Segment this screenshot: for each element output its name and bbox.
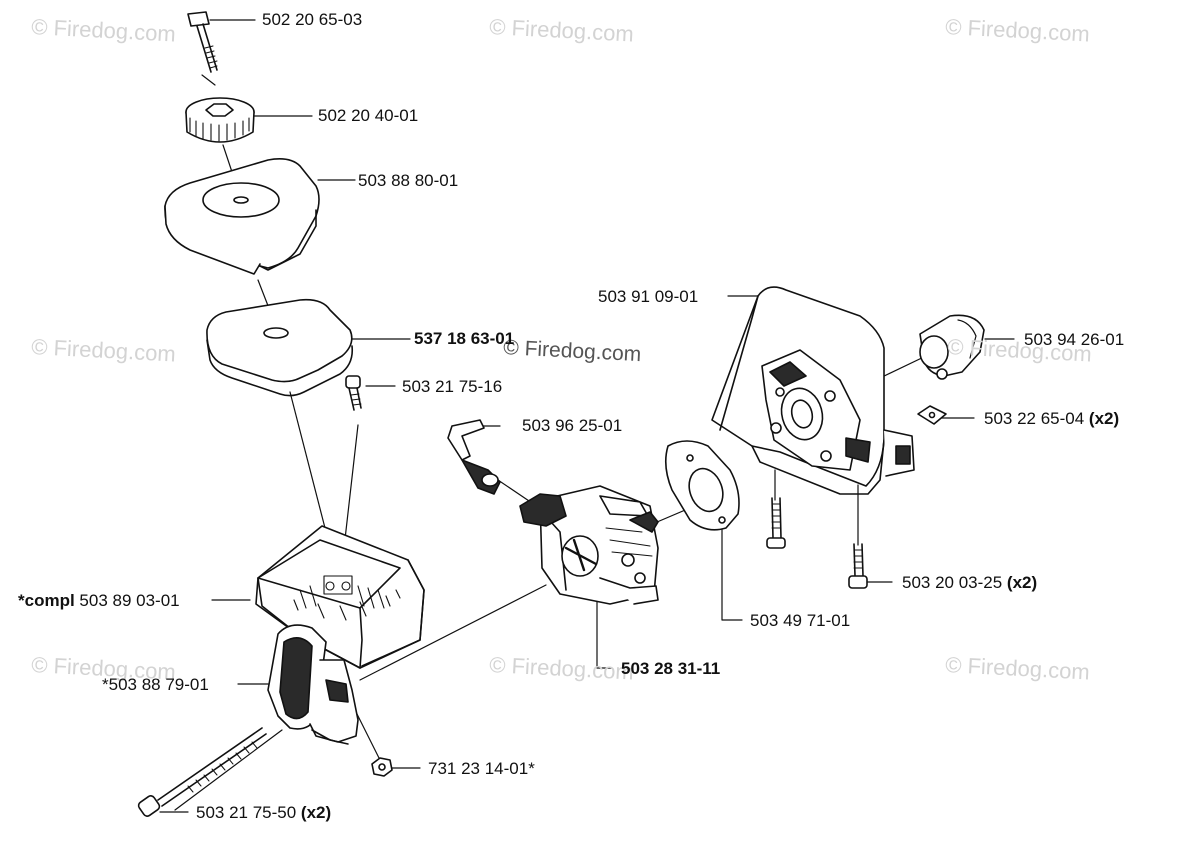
part-number: 502 20 40-01: [318, 106, 419, 125]
part-number: 503 28 31-11: [621, 659, 721, 678]
part-number: 503 88 80-01: [358, 171, 459, 190]
plate-503-22-65-04[interactable]: [917, 405, 947, 425]
screw-503-20-03-25-b[interactable]: [848, 543, 868, 589]
carburetor-503-28-31-11[interactable]: [519, 485, 659, 605]
bolt-502-20-65-03[interactable]: [187, 11, 218, 73]
part-prefix: *compl: [18, 591, 75, 610]
part-label-503-89-03-01[interactable]: *compl 503 89 03-01: [18, 591, 180, 611]
filter-cover-503-88-80-01[interactable]: [164, 158, 320, 275]
part-number: 503 22 65-04: [984, 409, 1089, 428]
part-number: 502 20 65-03: [262, 10, 363, 29]
quantity: (x2): [300, 803, 332, 822]
part-number: 503 94 26-01: [1024, 330, 1125, 349]
part-number: 503 96 25-01: [522, 416, 623, 435]
part-label-502-20-65-03[interactable]: 502 20 65-03: [262, 10, 362, 30]
intake-cover-503-91-09-01[interactable]: [711, 286, 915, 495]
screw-503-20-03-25-a[interactable]: [766, 497, 786, 549]
quantity: (x2): [1088, 409, 1120, 428]
quantity: (x2): [1006, 573, 1038, 592]
part-number: 503 49 71-01: [750, 611, 851, 630]
handle-503-88-79-01[interactable]: [267, 624, 359, 745]
filter-pad-537-18-63-01[interactable]: [206, 298, 354, 397]
part-label-503-96-25-01[interactable]: 503 96 25-01: [522, 416, 622, 436]
part-label-537-18-63-01[interactable]: 537 18 63-01: [414, 329, 514, 349]
part-number: *503 88 79-01: [102, 675, 209, 694]
part-label-503-91-09-01[interactable]: 503 91 09-01: [598, 287, 698, 307]
part-label-503-22-65-04[interactable]: 503 22 65-04 (x2): [984, 409, 1119, 429]
nut-731-23-14-01[interactable]: [371, 757, 393, 777]
part-number: 503 20 03-25: [902, 573, 1007, 592]
knob-502-20-40-01[interactable]: [185, 97, 255, 143]
sleeve-503-94-26-01[interactable]: [919, 314, 985, 380]
part-number: 503 21 75-16: [402, 377, 503, 396]
screw-503-21-75-16[interactable]: [345, 375, 362, 411]
bracket-503-96-25-01[interactable]: [447, 419, 501, 495]
part-label-731-23-14-01[interactable]: 731 23 14-01*: [428, 759, 535, 779]
gasket-503-49-71-01[interactable]: [664, 440, 740, 531]
part-number: 503 91 09-01: [598, 287, 699, 306]
part-label-503-94-26-01[interactable]: 503 94 26-01: [1024, 330, 1124, 350]
part-label-503-88-79-01[interactable]: *503 88 79-01: [102, 675, 209, 695]
part-label-502-20-40-01[interactable]: 502 20 40-01: [318, 106, 418, 126]
part-number: 731 23 14-01*: [428, 759, 535, 778]
part-number: 503 89 03-01: [74, 591, 180, 610]
part-label-503-28-31-11[interactable]: 503 28 31-11: [621, 659, 720, 679]
part-label-503-20-03-25[interactable]: 503 20 03-25 (x2): [902, 573, 1037, 593]
part-label-503-88-80-01[interactable]: 503 88 80-01: [358, 171, 458, 191]
part-label-503-21-75-16[interactable]: 503 21 75-16: [402, 377, 502, 397]
part-label-503-21-75-50[interactable]: 503 21 75-50 (x2): [196, 803, 331, 823]
part-number: 537 18 63-01: [414, 329, 515, 348]
part-number: 503 21 75-50: [196, 803, 301, 822]
part-label-503-49-71-01[interactable]: 503 49 71-01: [750, 611, 850, 631]
long-bolt-503-21-75-50[interactable]: [137, 727, 267, 818]
